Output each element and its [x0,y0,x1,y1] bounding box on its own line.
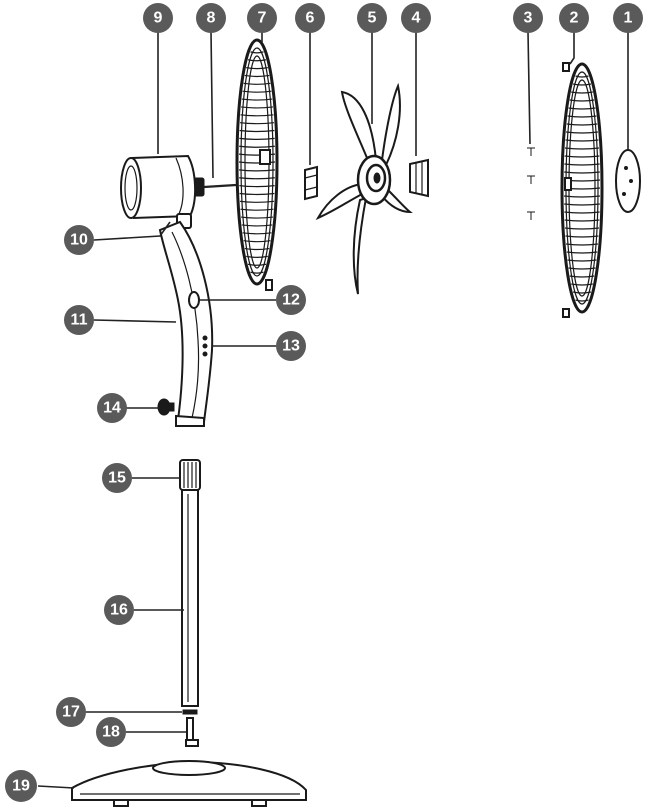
svg-text:8: 8 [207,10,216,27]
callout-10: 10 [64,225,94,255]
callout-8: 8 [196,3,226,33]
svg-text:7: 7 [258,10,267,27]
pole-part [181,489,199,707]
callout-15: 15 [102,463,132,493]
callout-17: 17 [56,697,86,727]
callout-11: 11 [64,305,94,335]
svg-text:1: 1 [624,10,633,27]
callout-13: 13 [276,331,306,361]
front-grille-part [560,62,604,318]
callout-badges: 1 2 3 4 5 6 7 8 9 10 11 12 13 14 15 16 1… [5,3,643,802]
callout-6: 6 [295,3,325,33]
motor-housing-part [120,154,197,220]
callout-2: 2 [559,3,589,33]
callout-18: 18 [96,717,126,747]
svg-text:17: 17 [62,704,80,721]
spacer-part [304,165,318,201]
svg-text:2: 2 [570,10,579,27]
screws-part [527,147,535,220]
svg-text:16: 16 [110,602,128,619]
svg-text:12: 12 [282,292,300,309]
callout-1: 1 [613,3,643,33]
svg-text:4: 4 [412,10,421,27]
leader-lines [37,31,629,789]
svg-text:11: 11 [71,312,88,329]
callout-12: 12 [276,285,306,315]
svg-text:10: 10 [70,232,88,249]
lock-collar-part [179,459,201,491]
fan-blade-part [315,82,413,295]
callout-3: 3 [513,3,543,33]
washer-part [182,709,198,715]
callout-14: 14 [97,393,127,423]
svg-text:5: 5 [368,10,377,27]
blade-clamp-part [409,158,429,198]
svg-text:15: 15 [108,470,126,487]
tilt-knob-part [157,398,175,416]
svg-text:19: 19 [12,778,30,795]
svg-text:9: 9 [154,10,163,27]
callout-7: 7 [247,3,277,33]
svg-text:14: 14 [103,400,121,417]
control-buttons-part [202,335,208,357]
callout-19: 19 [5,770,37,802]
callout-4: 4 [401,3,431,33]
svg-text:3: 3 [524,10,533,27]
rear-grille-part [235,38,279,291]
callout-16: 16 [104,595,134,625]
svg-text:13: 13 [282,338,300,355]
motor-shaft-part [193,177,237,197]
svg-text:6: 6 [306,10,315,27]
callout-5: 5 [357,3,387,33]
support-arm-part [158,220,214,427]
base-part [71,760,307,807]
front-cap-part [615,149,641,213]
callout-9: 9 [143,3,173,33]
control-knob-part [188,291,200,309]
svg-text:18: 18 [102,724,120,741]
bolt-part [185,717,199,747]
